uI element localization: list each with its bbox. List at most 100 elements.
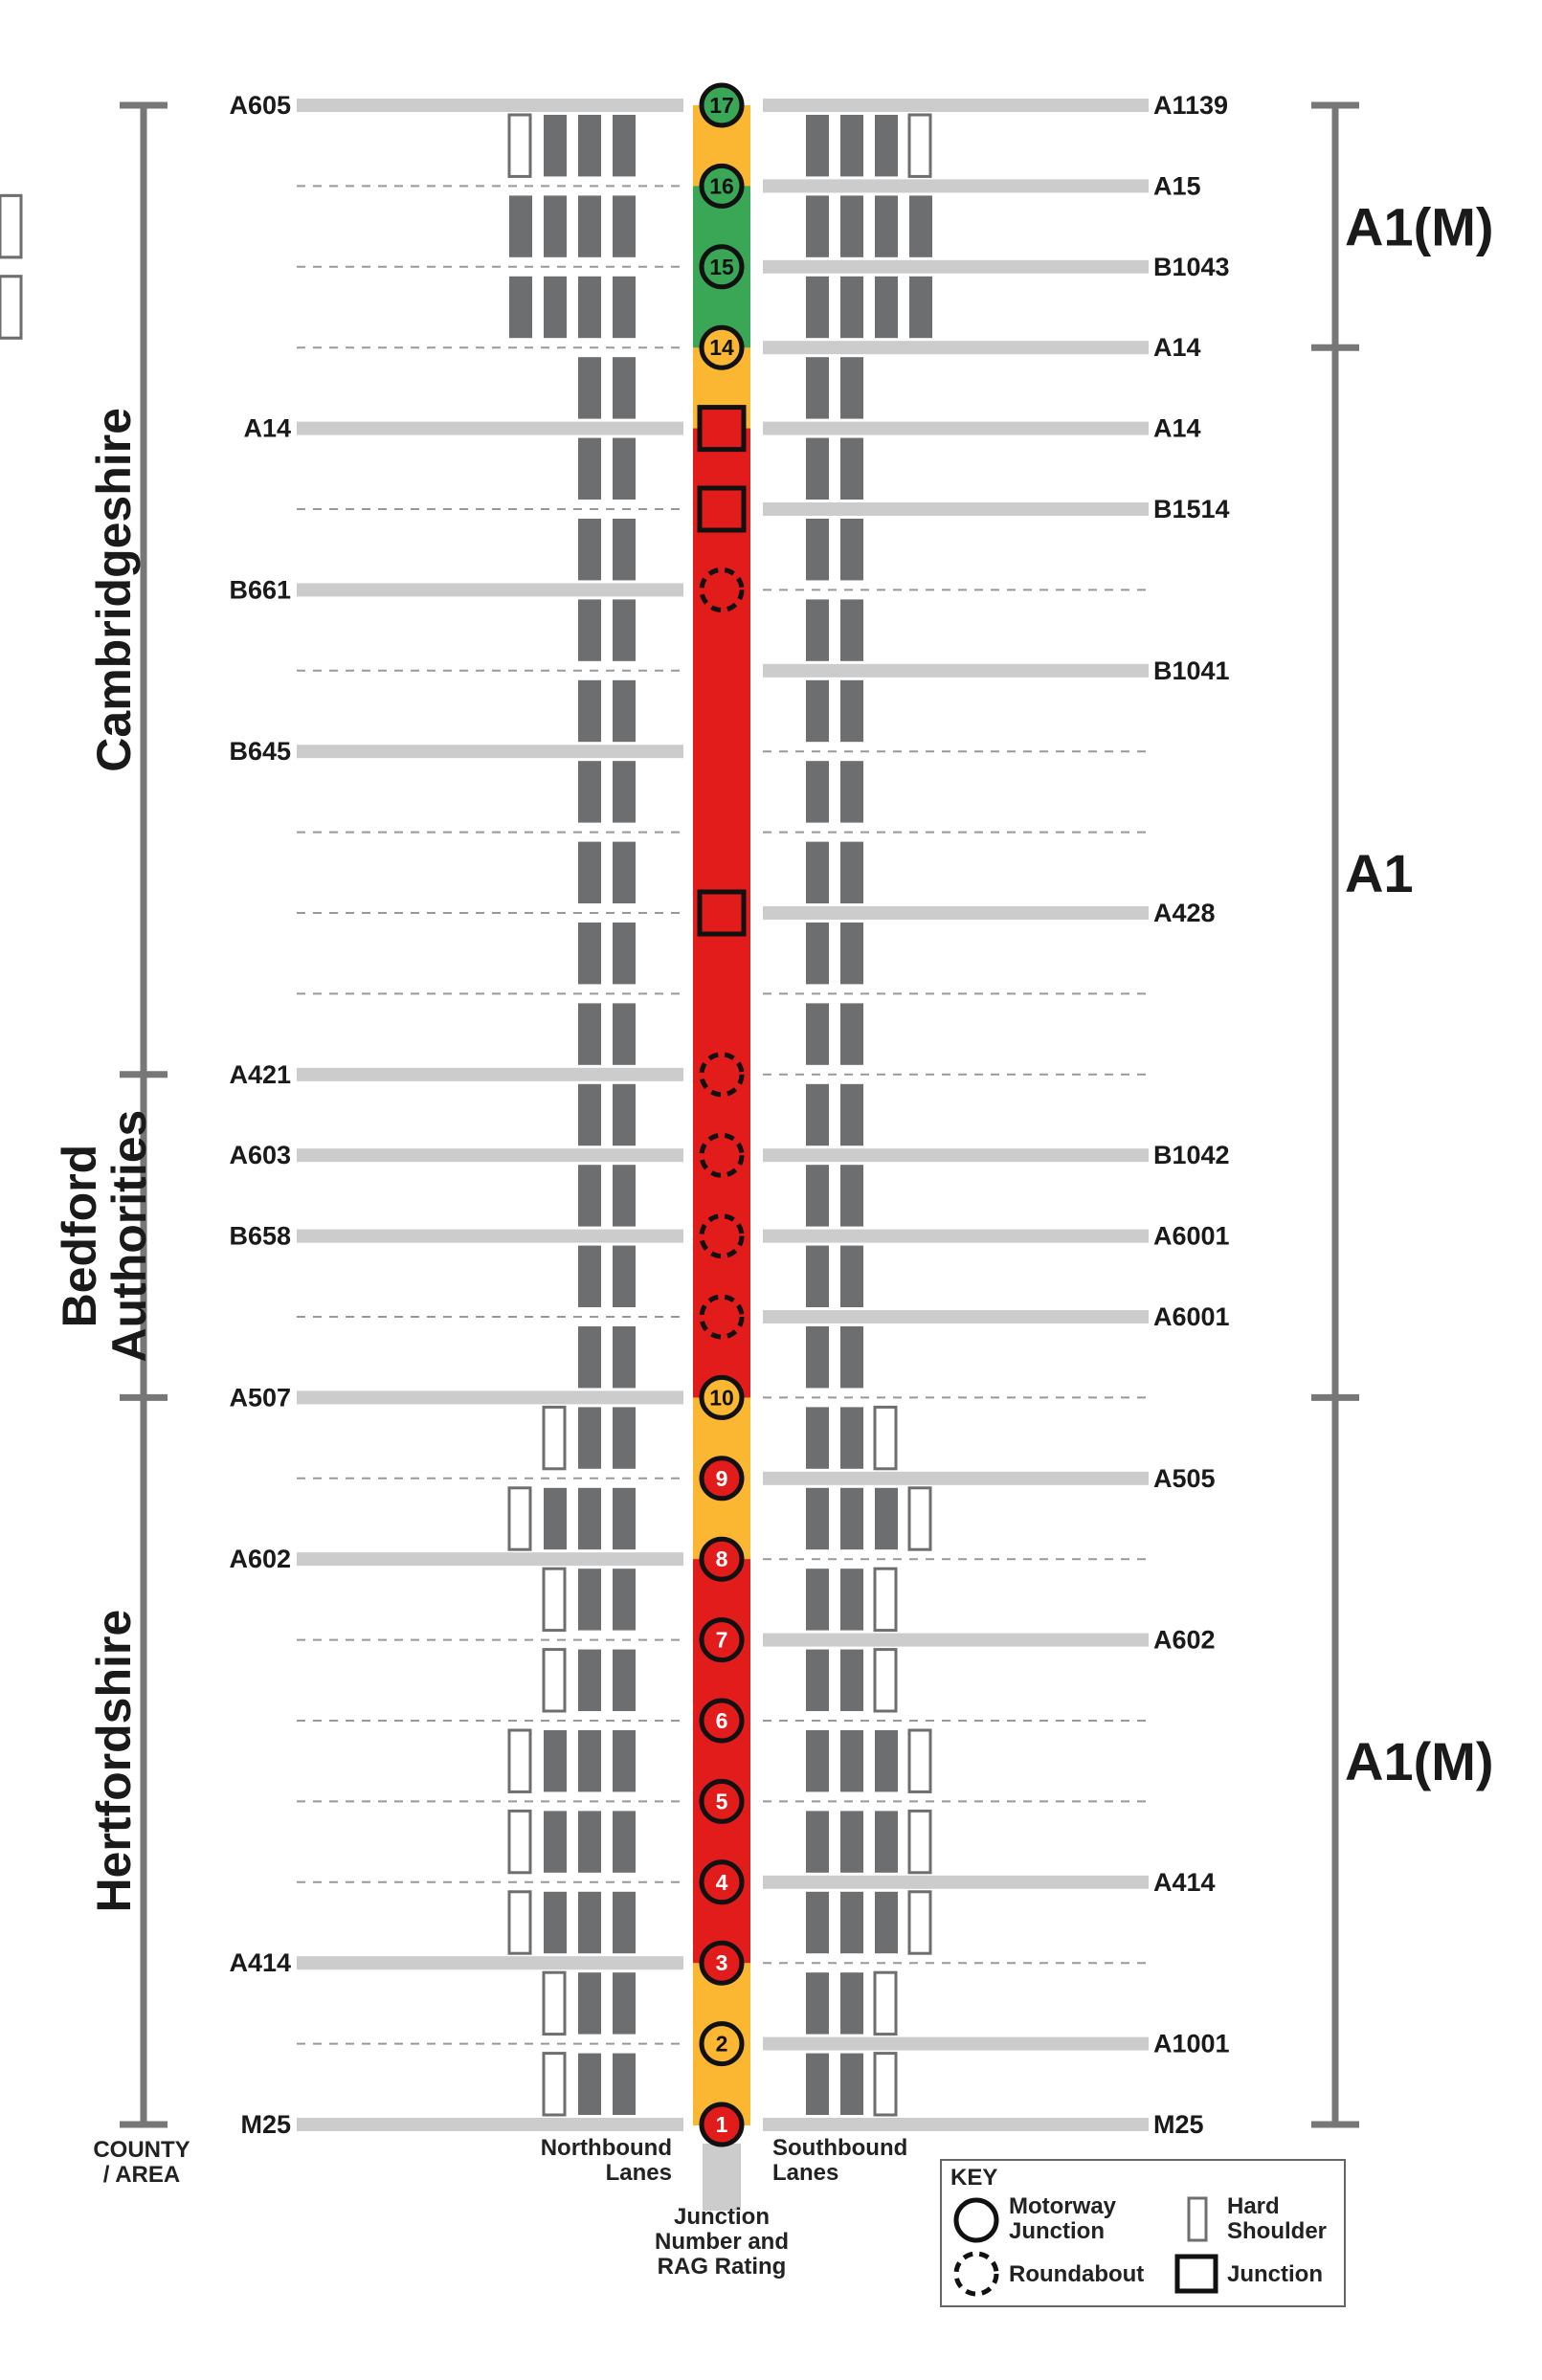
key-hard-shoulder-line1: Hard [1227,2193,1280,2219]
northbound-lane [613,1245,636,1307]
southbound-lane [875,1730,898,1792]
southbound-hard-shoulder [873,2052,898,2117]
northbound-lane [613,1811,636,1873]
southbound-lane [806,679,829,743]
junction-number: 3 [716,1950,728,1975]
northbound-lane [578,1407,601,1469]
key-motorway-line1: Motorway [1009,2193,1117,2219]
right-road-label: B1043 [1153,253,1230,281]
left-side-road [297,1067,683,1081]
left-side-road [297,99,683,112]
southbound-lane [840,1003,863,1065]
northbound-lane [613,1165,636,1227]
southbound-lane [806,599,829,661]
rag-spine-segment [693,670,750,753]
junction-number: 5 [716,1789,728,1813]
left-side-road [297,2118,683,2131]
southbound-hard-shoulder [873,1567,898,1633]
southbound-lane [806,1811,829,1873]
southbound-lane [806,1649,829,1711]
southbound-lane [806,1407,829,1469]
southbound-lane [806,1165,829,1227]
junction-number: 7 [716,1628,728,1653]
left-road-label: A507 [229,1383,291,1412]
roundabout-icon [699,1213,745,1259]
motorway-junction-icon [699,244,745,290]
rag-label-line3: RAG Rating [658,2254,787,2280]
northbound-lane [613,1730,636,1792]
northbound-lane [613,599,636,661]
junction-number: 9 [716,1466,728,1491]
northbound-lane [613,1649,636,1711]
southbound-label-line1: Southbound [772,2135,907,2161]
right-side-road [763,2118,1149,2131]
motorway-junction-key-icon [953,2197,999,2243]
northbound-lane [578,195,601,257]
left-road-label: B645 [229,737,291,766]
right-road-label: A14 [1153,414,1201,443]
northbound-lane [544,1891,567,1954]
right-side-road [763,1148,1149,1163]
northbound-lane [613,2053,636,2115]
southbound-lane [806,1326,829,1389]
northbound-hard-shoulder [507,113,532,178]
northbound-lane [613,1326,636,1389]
right-road-label: B1514 [1153,495,1230,523]
southbound-lane [840,1487,863,1550]
right-road-label: A1139 [1153,91,1228,120]
junction-number: 10 [709,1385,734,1410]
spine-tail [703,2144,741,2211]
northbound-lane [578,519,601,581]
southbound-lane [806,115,829,177]
southbound-lane [840,1568,863,1631]
motorway-junction-icon [699,1374,745,1420]
southbound-lane [840,1165,863,1227]
northbound-lane [578,1165,601,1227]
motorway-junction-icon [699,1456,745,1501]
northbound-hard-shoulder [507,1890,532,1955]
roundabout-icon [699,1132,745,1178]
motorway-junction-icon [699,1698,745,1744]
southbound-lane [840,1730,863,1792]
motorway-junction-icon [699,2102,745,2147]
northbound-lane [544,195,567,257]
right-side-road [763,906,1149,920]
northbound-lane [578,1326,601,1389]
southbound-lane [840,1326,863,1389]
northbound-lane [613,761,636,823]
southbound-lane [875,1487,898,1550]
key-motorway-line2: Junction [1009,2218,1105,2244]
county-label: Hertfordshire [87,1610,141,1913]
southbound-lane [840,1972,863,2035]
northbound-hard-shoulder [507,1728,532,1793]
left-side-road [297,1229,683,1243]
southbound-lane [909,276,932,339]
rag-label-line2: Number and [655,2229,789,2255]
northbound-lane [578,1083,601,1146]
rag-label-line1: Junction [674,2204,770,2230]
right-road-label: A15 [1153,171,1201,200]
southbound-lane [806,1083,829,1146]
northbound-lane [578,1568,601,1631]
northbound-lane [613,357,636,419]
northbound-lane [613,195,636,257]
northbound-lane [509,195,532,257]
right-side-road [763,502,1149,516]
right-side-road [763,99,1149,112]
southbound-lane [806,357,829,419]
northbound-hard-shoulder [542,2052,567,2117]
northbound-hard-shoulder [542,1648,567,1713]
right-side-road [763,179,1149,193]
southbound-lane [840,599,863,661]
junction-number: 17 [709,93,734,118]
junction-icon [697,405,747,453]
southbound-hard-shoulder [907,1486,932,1551]
southbound-hard-shoulder [907,1728,932,1793]
southbound-lane [840,195,863,257]
northbound-lane [544,276,567,339]
southbound-lane [840,1407,863,1469]
northbound-lane [613,1891,636,1954]
northbound-lane [578,1972,601,2035]
